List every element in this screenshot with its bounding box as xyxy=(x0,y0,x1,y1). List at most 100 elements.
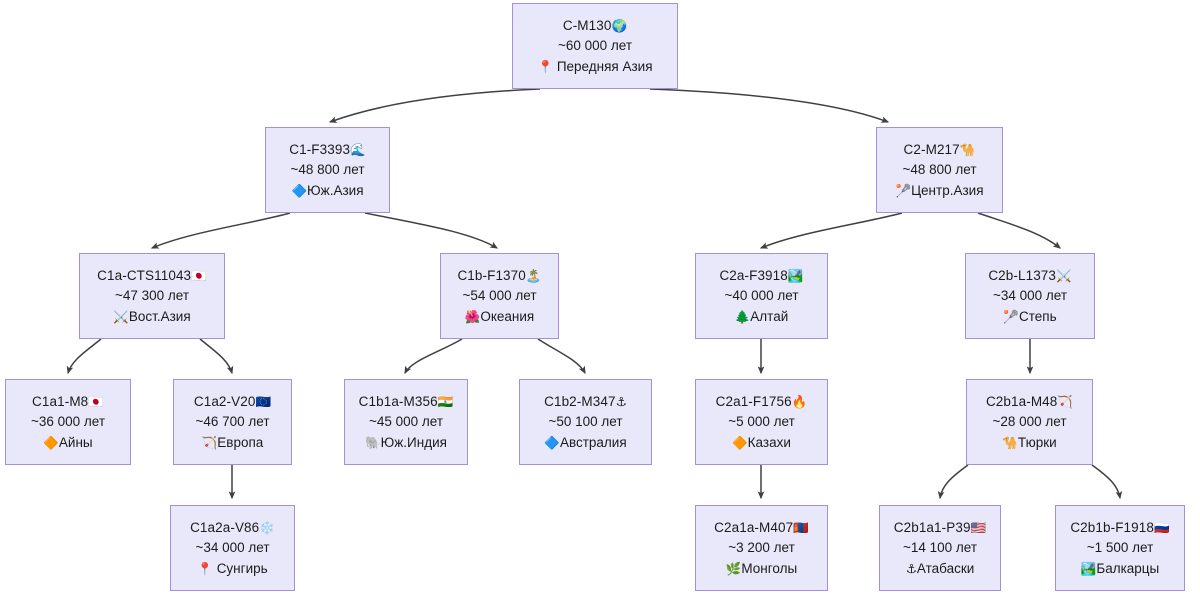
node-c1a2-v20-region: 🏹Европа xyxy=(201,434,264,450)
node-c1-f3393-haplogroup: C1-F3393🌊 xyxy=(289,141,366,157)
node-c2b-l1373[interactable]: C2b-L1373⚔️ ~34 000 лет 🥍Степь xyxy=(965,253,1095,339)
lasso-icon: 🥍 xyxy=(1003,308,1019,324)
pin-icon: 📍 xyxy=(537,58,554,74)
node-c2a1-f1756-region: 🔶Казахи xyxy=(732,434,791,450)
node-c1a1-m8[interactable]: C1a1-M8🇯🇵 ~36 000 лет 🔶Айны xyxy=(5,379,131,465)
node-c1b2-m347-haplogroup: C1b2-M347⚓ xyxy=(544,393,627,409)
node-c2b-l1373-age: ~34 000 лет xyxy=(992,288,1068,304)
node-c1-f3393-age: ~48 800 лет xyxy=(290,162,365,178)
node-c1a1-m8-haplogroup: C1a1-M8🇯🇵 xyxy=(32,393,104,409)
camel-icon: 🐪 xyxy=(1002,434,1018,450)
node-c1a2-v20[interactable]: C1a2-V20🇪🇺 ~46 700 лет 🏹Европа xyxy=(173,379,292,465)
node-c2b1a1-p39-haplogroup: C2b1a1-P39🇺🇸 xyxy=(893,519,987,535)
japan-flag-icon: 🇯🇵 xyxy=(191,267,207,283)
snowflake-icon: ❄️ xyxy=(259,519,275,535)
bow-and-arrow-icon: 🏹 xyxy=(201,434,218,450)
orange-diamond-icon: 🔶 xyxy=(732,434,748,450)
edge-c2-to-c2b xyxy=(977,212,1061,249)
node-c1a2-v20-haplogroup: C1a2-V20🇪🇺 xyxy=(193,393,272,409)
elephant-icon: 🐘 xyxy=(365,434,381,450)
node-c2a1a-m407-region: 🌿Монголы xyxy=(725,560,798,576)
node-c1b2-m347-region: 🔷Австралия xyxy=(544,434,627,450)
fire-icon: 🔥 xyxy=(791,393,808,409)
node-c-m130[interactable]: C-M130🌍 ~60 000 лет 📍 Передняя Азия xyxy=(512,3,678,89)
node-c1a2a-v86[interactable]: C1a2a-V86❄️ ~34 000 лет 📍 Сунгирь xyxy=(170,505,295,591)
node-c2a-f3918[interactable]: C2a-F3918🏞️ ~40 000 лет 🌲Алтай xyxy=(695,253,828,339)
node-c1-f3393[interactable]: C1-F3393🌊 ~48 800 лет 🔷Юж.Азия xyxy=(265,127,390,213)
node-c2-m217-haplogroup: C2-M217🐪 xyxy=(903,141,976,157)
node-c1b-f1370-haplogroup: C1b-F1370🏝️ xyxy=(457,267,542,283)
node-c2a1-f1756[interactable]: C2a1-F1756🔥 ~5 000 лет 🔶Казахи xyxy=(695,379,828,465)
node-c1a1-m8-age: ~36 000 лет xyxy=(30,414,106,430)
node-c2-m217[interactable]: C2-M217🐪 ~48 800 лет 🥍Центр.Азия xyxy=(876,127,1003,213)
edge-c2b1a-to-c2b1a1 xyxy=(937,464,969,500)
node-c2b1a-m48[interactable]: C2b1a-M48🏹 ~28 000 лет 🐪Тюрки xyxy=(966,379,1093,465)
bow-and-arrow-icon: 🏹 xyxy=(1057,393,1074,409)
node-c-m130-haplogroup: C-M130🌍 xyxy=(562,17,628,33)
node-c2a1a-m407-age: ~3 200 лет xyxy=(728,540,795,556)
node-c1b2-m347-age: ~50 100 лет xyxy=(548,414,623,430)
node-c1b2-m347[interactable]: C1b2-M347⚓ ~50 100 лет 🔷Австралия xyxy=(519,379,652,465)
node-c2b1a-m48-age: ~28 000 лет xyxy=(992,414,1067,430)
lasso-icon: 🥍 xyxy=(895,182,912,198)
pin-icon: 📍 xyxy=(197,560,213,576)
node-c2-m217-region: 🥍Центр.Азия xyxy=(895,182,984,198)
node-c2b1a1-p39-region: ⚓Атабаски xyxy=(905,560,975,576)
node-c1b-f1370[interactable]: C1b-F1370🏝️ ~54 000 лет 🌺Океания xyxy=(440,253,559,339)
india-flag-icon: 🇮🇳 xyxy=(437,393,454,409)
node-c2b-l1373-haplogroup: C2b-L1373⚔️ xyxy=(988,267,1072,283)
eu-flag-icon: 🇪🇺 xyxy=(255,393,272,409)
node-c1b1a-m356-haplogroup: C1b1a-M356🇮🇳 xyxy=(358,393,454,409)
node-c1b-f1370-age: ~54 000 лет xyxy=(462,288,537,304)
herb-icon: 🌿 xyxy=(725,560,742,576)
edge-root-to-c2 xyxy=(649,88,890,123)
node-c1a2a-v86-region: 📍 Сунгирь xyxy=(197,560,268,576)
edge-c2b1a-to-c2b1b xyxy=(1091,464,1123,500)
blue-diamond-icon: 🔷 xyxy=(291,182,308,198)
node-c1b1a-m356[interactable]: C1b1a-M356🇮🇳 ~45 000 лет 🐘Юж.Индия xyxy=(344,379,468,465)
crossed-swords-icon: ⚔️ xyxy=(113,308,129,324)
edge-root-to-c1 xyxy=(328,88,541,123)
edge-c1b-to-c1b1a xyxy=(404,338,463,375)
node-c2b1b-f1918-age: ~1 500 лет xyxy=(1086,540,1154,556)
node-c1b1a-m356-age: ~45 000 лет xyxy=(368,414,444,430)
edge-c1a-to-c1a1 xyxy=(66,338,102,375)
camel-icon: 🐪 xyxy=(959,141,976,157)
orange-diamond-icon: 🔶 xyxy=(43,434,59,450)
node-c1b-f1370-region: 🌺Океания xyxy=(464,308,535,324)
node-c2b1b-f1918-haplogroup: C2b1b-F1918🇷🇺 xyxy=(1070,519,1170,535)
crossed-swords-icon: ⚔️ xyxy=(1056,267,1072,283)
node-c2a-f3918-haplogroup: C2a-F3918🏞️ xyxy=(719,267,804,283)
hibiscus-icon: 🌺 xyxy=(464,308,481,324)
node-c2a1a-m407[interactable]: C2a1a-M407🇲🇳 ~3 200 лет 🌿Монголы xyxy=(695,505,828,591)
node-c-m130-age: ~60 000 лет xyxy=(557,38,633,54)
node-c1a-cts11043[interactable]: C1a-CTS11043🇯🇵 ~47 300 лет ⚔️Вост.Азия xyxy=(79,253,225,339)
mongolia-flag-icon: 🇲🇳 xyxy=(793,519,809,535)
globe-icon: 🌍 xyxy=(611,17,628,33)
node-c2b-l1373-region: 🥍Степь xyxy=(1003,308,1057,324)
wave-icon: 🌊 xyxy=(350,141,366,157)
node-c2b1a-m48-haplogroup: C2b1a-M48🏹 xyxy=(985,393,1074,409)
node-c2a-f3918-age: ~40 000 лет xyxy=(724,288,799,304)
edge-c2-to-c2a xyxy=(759,212,903,249)
anchor-icon: ⚓ xyxy=(905,560,917,576)
node-c1a-cts11043-haplogroup: C1a-CTS11043🇯🇵 xyxy=(97,267,207,283)
node-c2b1a1-p39[interactable]: C2b1a1-P39🇺🇸 ~14 100 лет ⚓Атабаски xyxy=(879,505,1001,591)
node-c2b1a1-p39-age: ~14 100 лет xyxy=(902,540,978,556)
node-c-m130-region: 📍 Передняя Азия xyxy=(537,58,653,74)
node-c2b1a-m48-region: 🐪Тюрки xyxy=(1002,434,1057,450)
node-c1b1a-m356-region: 🐘Юж.Индия xyxy=(365,434,447,450)
edge-c1-to-c1b xyxy=(364,212,499,249)
russia-flag-icon: 🇷🇺 xyxy=(1153,519,1170,535)
node-c2a-f3918-region: 🌲Алтай xyxy=(734,308,789,324)
node-c2b1b-f1918[interactable]: C2b1b-F1918🇷🇺 ~1 500 лет 🏞️Балкарцы xyxy=(1055,505,1185,591)
node-c2-m217-age: ~48 800 лет xyxy=(902,162,977,178)
edge-c1b-to-c1b2 xyxy=(537,338,586,375)
mountain-icon: 🏞️ xyxy=(1080,560,1097,576)
node-c1a-cts11043-region: ⚔️Вост.Азия xyxy=(113,308,191,324)
edge-c1a-to-c1a2 xyxy=(199,338,234,375)
node-c1a1-m8-region: 🔶Айны xyxy=(43,434,93,450)
evergreen-tree-icon: 🌲 xyxy=(734,308,751,324)
blue-diamond-icon: 🔷 xyxy=(544,434,560,450)
